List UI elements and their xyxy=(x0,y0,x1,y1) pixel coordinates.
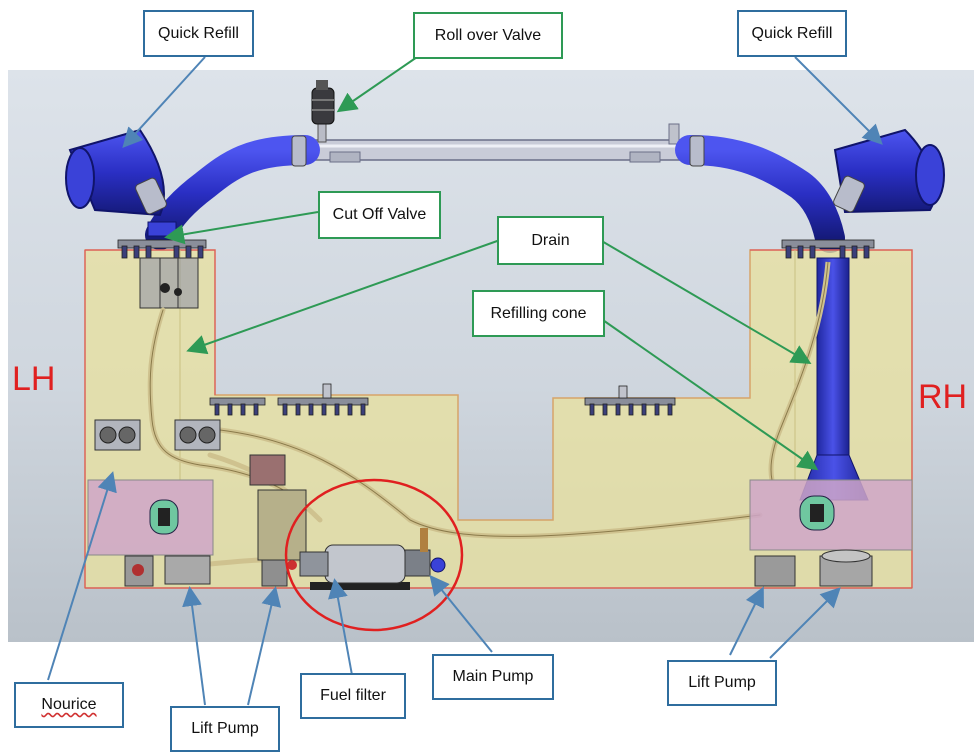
right-refill-pipe xyxy=(675,128,945,253)
lift-pumps xyxy=(124,549,873,587)
lh-label: LH xyxy=(12,360,56,398)
callout-lift-pump-left: Lift Pump xyxy=(170,706,280,752)
bolt-row-right-top xyxy=(785,245,870,259)
arrow-drain-right xyxy=(599,239,812,365)
rh-label: RH xyxy=(918,378,968,416)
arrow-drain-left xyxy=(186,239,501,355)
callout-roll-over-valve: Roll over Valve xyxy=(413,12,563,59)
arrow-lift-pump-left-a xyxy=(182,586,206,706)
callout-lift-pump-right: Lift Pump xyxy=(667,660,777,706)
arrow-fuel-filter xyxy=(328,578,353,676)
arrow-lift-pump-right-b xyxy=(769,587,841,659)
callout-drain: Drain xyxy=(497,216,604,265)
arrow-refilling-cone xyxy=(599,317,819,471)
roll-over-valve xyxy=(311,80,335,143)
callout-quick-refill-left: Quick Refill xyxy=(143,10,254,57)
arrow-cut-off-valve xyxy=(164,211,319,245)
callout-cut-off-valve: Cut Off Valve xyxy=(318,191,441,239)
nourice-components xyxy=(94,419,307,561)
highlight-circle xyxy=(284,478,464,632)
callout-refilling-cone: Refilling cone xyxy=(472,290,605,337)
arrow-main-pump xyxy=(429,574,493,653)
arrow-quick-refill-left xyxy=(122,56,206,148)
callout-main-pump: Main Pump xyxy=(432,654,554,700)
arrow-lift-pump-left-b xyxy=(247,586,282,706)
callout-quick-refill-right: Quick Refill xyxy=(737,10,847,57)
main-pump-and-filter xyxy=(287,528,446,590)
nourice-text: Nourice xyxy=(41,696,97,713)
callout-arrows xyxy=(47,54,883,706)
bolt-row-mid xyxy=(214,403,673,416)
flange-bolts xyxy=(117,239,875,416)
callout-nourice: Nourice xyxy=(14,682,124,728)
arrow-roll-over-valve xyxy=(336,54,421,113)
arrow-lift-pump-right-a xyxy=(729,586,764,656)
callout-fuel-filter: Fuel filter xyxy=(300,673,406,719)
arrow-nourice xyxy=(47,471,117,681)
arrow-quick-refill-right xyxy=(794,56,883,145)
cut-off-valve-assembly xyxy=(139,257,199,309)
